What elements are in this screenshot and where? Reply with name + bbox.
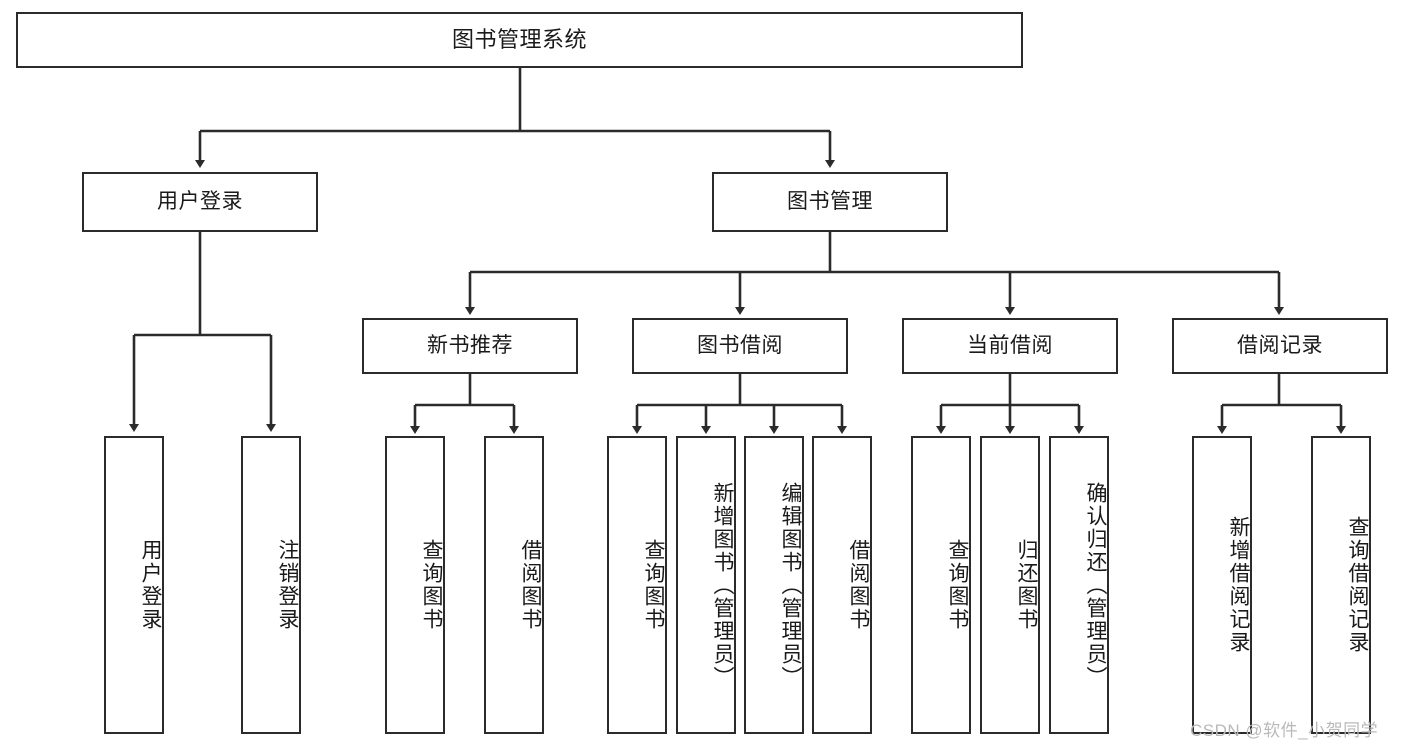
node-label: 新增图书（管理员）: [711, 481, 734, 689]
node-label: 新增借阅记录: [1227, 516, 1250, 654]
watermark-text: CSDN @软件_小贺同学: [1190, 721, 1379, 740]
node-label: 编辑图书（管理员）: [779, 481, 802, 689]
leaf-bb-edit-book-admin[interactable]: 编辑图书（管理员）: [744, 436, 804, 734]
leaf-br-add-record[interactable]: 新增借阅记录: [1192, 436, 1252, 734]
node-label: 借阅记录: [1237, 334, 1323, 358]
leaf-bb-query-book[interactable]: 查询图书: [607, 436, 667, 734]
node-label: 当前借阅: [967, 334, 1053, 358]
node-label: 图书管理: [787, 190, 873, 214]
node-current-borrow[interactable]: 当前借阅: [902, 318, 1118, 374]
node-label: 确认归还（管理员）: [1084, 481, 1107, 689]
leaf-cb-query-book[interactable]: 查询图书: [911, 436, 971, 734]
leaf-user-login[interactable]: 用户登录: [104, 436, 164, 734]
node-label: 用户登录: [157, 190, 243, 214]
leaf-cb-confirm-return-admin[interactable]: 确认归还（管理员）: [1049, 436, 1109, 734]
node-label: 图书借阅: [697, 334, 783, 358]
csdn-watermark: CSDN @软件_小贺同学: [1190, 716, 1378, 741]
leaf-br-query-record[interactable]: 查询借阅记录: [1311, 436, 1371, 734]
leaf-nb-borrow-book[interactable]: 借阅图书: [484, 436, 544, 734]
node-new-book-recommend[interactable]: 新书推荐: [362, 318, 578, 374]
node-label: 归还图书: [1015, 539, 1038, 631]
node-root-system[interactable]: 图书管理系统: [16, 12, 1023, 68]
leaf-logout[interactable]: 注销登录: [241, 436, 301, 734]
node-book-management[interactable]: 图书管理: [712, 172, 948, 232]
node-user-login[interactable]: 用户登录: [82, 172, 318, 232]
node-label: 查询图书: [642, 539, 665, 631]
leaf-bb-add-book-admin[interactable]: 新增图书（管理员）: [676, 436, 736, 734]
node-label: 注销登录: [276, 539, 299, 631]
node-label: 查询图书: [946, 539, 969, 631]
node-label: 新书推荐: [427, 334, 513, 358]
node-book-borrow[interactable]: 图书借阅: [632, 318, 848, 374]
leaf-nb-query-book[interactable]: 查询图书: [385, 436, 445, 734]
node-label: 借阅图书: [519, 539, 542, 631]
leaf-bb-borrow-book[interactable]: 借阅图书: [812, 436, 872, 734]
node-label: 用户登录: [139, 539, 162, 631]
node-borrow-records[interactable]: 借阅记录: [1172, 318, 1388, 374]
node-label: 借阅图书: [847, 539, 870, 631]
node-label: 查询借阅记录: [1346, 516, 1369, 654]
node-label: 图书管理系统: [451, 27, 587, 53]
leaf-cb-return-book[interactable]: 归还图书: [980, 436, 1040, 734]
node-label: 查询图书: [420, 539, 443, 631]
